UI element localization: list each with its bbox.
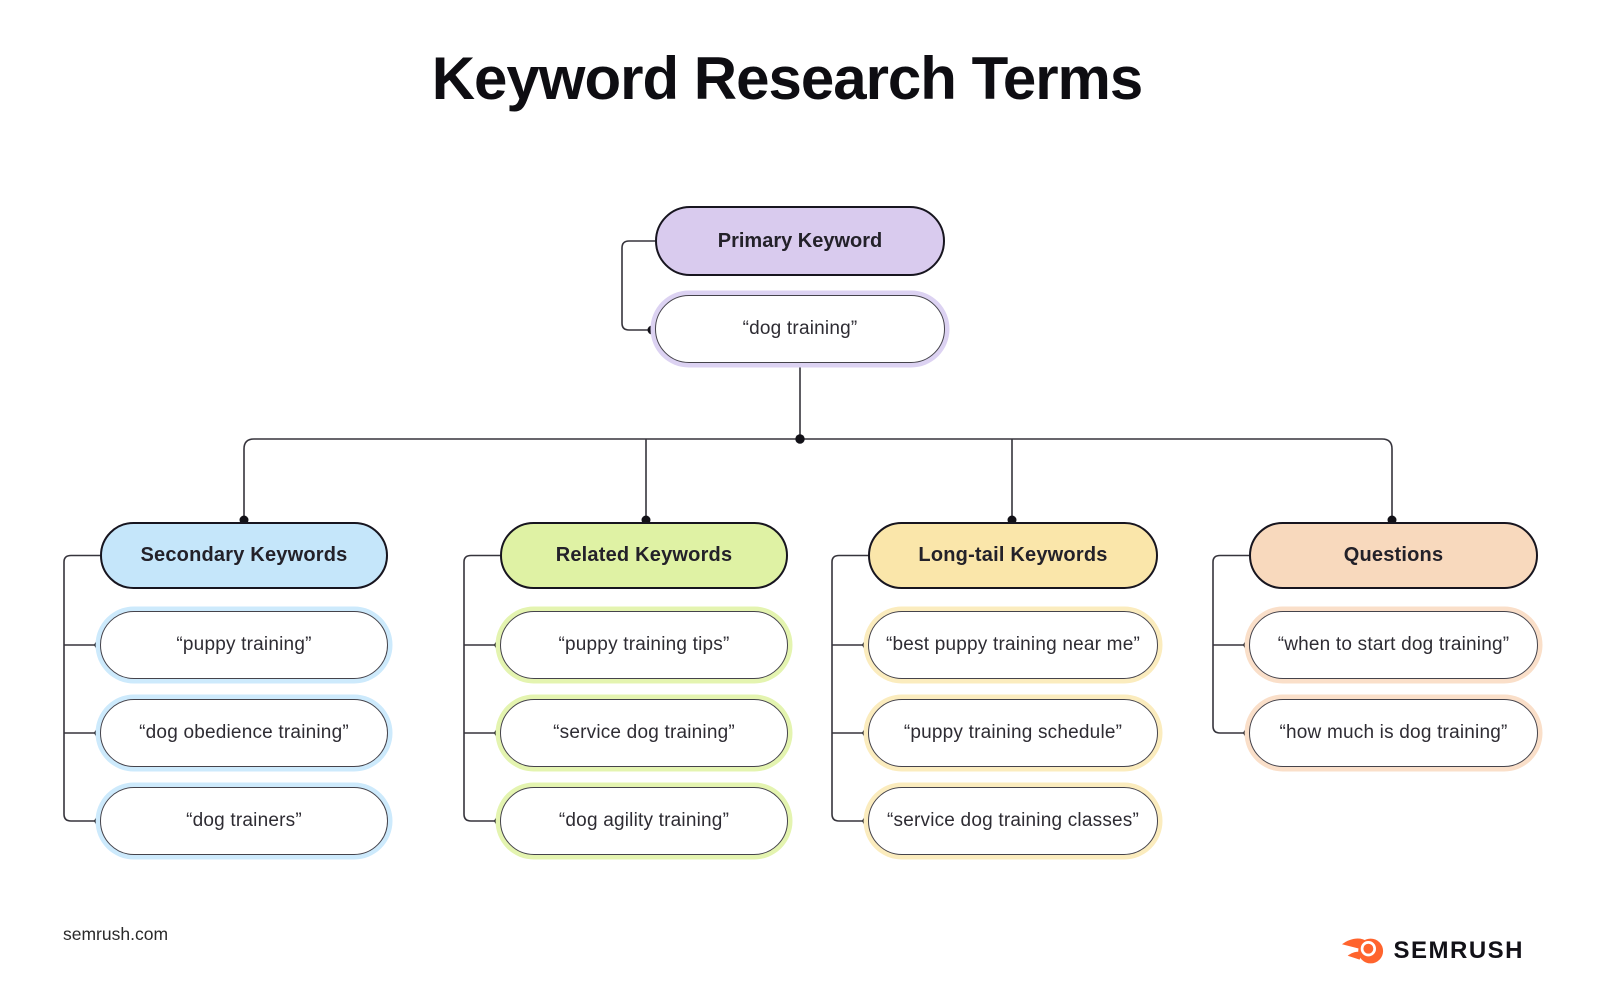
connector-group-related	[463, 554, 500, 822]
keyword-label: “best puppy training near me”	[886, 634, 1140, 655]
keyword-label: “puppy training schedule”	[903, 722, 1123, 743]
category-node-secondary-keywords: Secondary Keywords	[100, 522, 388, 589]
category-label: Related Keywords	[555, 544, 733, 566]
keyword-node: “best puppy training near me”	[868, 611, 1158, 679]
keyword-node: “service dog training”	[500, 699, 788, 767]
semrush-wordmark: SEMRUSH	[1393, 937, 1524, 964]
semrush-comet-icon	[1342, 938, 1384, 964]
keyword-label: “dog obedience training”	[139, 722, 349, 743]
connector-group-questions	[1212, 554, 1249, 734]
keyword-label: “service dog training classes”	[886, 810, 1140, 831]
keyword-node: “puppy training schedule”	[868, 699, 1158, 767]
semrush-logo: SEMRUSH	[1341, 934, 1524, 968]
keyword-label: “puppy training tips”	[558, 634, 730, 655]
primary-keyword-example-node: “dog training”	[655, 295, 945, 363]
keyword-label: “dog trainers”	[186, 810, 302, 831]
connector-root-elbow	[621, 240, 655, 331]
keyword-label: “puppy training”	[176, 634, 312, 655]
page-title: Keyword Research Terms	[431, 45, 1144, 112]
keyword-node: “puppy training”	[100, 611, 388, 679]
category-node-related-keywords: Related Keywords	[500, 522, 788, 589]
keyword-label: “when to start dog training”	[1277, 634, 1510, 655]
keyword-label: “dog agility training”	[558, 810, 730, 831]
category-node-long-tail-keywords: Long-tail Keywords	[868, 522, 1158, 589]
category-label: Questions	[1343, 544, 1444, 566]
keyword-node: “puppy training tips”	[500, 611, 788, 679]
keyword-node: “dog trainers”	[100, 787, 388, 855]
connector-dot	[795, 434, 805, 444]
primary-keyword-label: Primary Keyword	[717, 229, 883, 252]
keyword-label: “service dog training”	[553, 722, 735, 743]
connector-distributor	[243, 438, 1393, 519]
primary-keyword-node: Primary Keyword	[655, 206, 945, 276]
connector-group-longtail	[831, 554, 868, 822]
website-text: semrush.com	[63, 924, 169, 944]
category-node-questions: Questions	[1249, 522, 1538, 589]
category-label: Secondary Keywords	[140, 544, 348, 566]
keyword-node: “when to start dog training”	[1249, 611, 1538, 679]
keyword-label: “how much is dog training”	[1279, 722, 1508, 743]
connector-group-secondary	[63, 554, 100, 822]
keyword-node: “how much is dog training”	[1249, 699, 1538, 767]
category-label: Long-tail Keywords	[918, 544, 1108, 566]
keyword-node: “service dog training classes”	[868, 787, 1158, 855]
primary-keyword-example: “dog training”	[742, 318, 858, 339]
keyword-node: “dog obedience training”	[100, 699, 388, 767]
keyword-node: “dog agility training”	[500, 787, 788, 855]
